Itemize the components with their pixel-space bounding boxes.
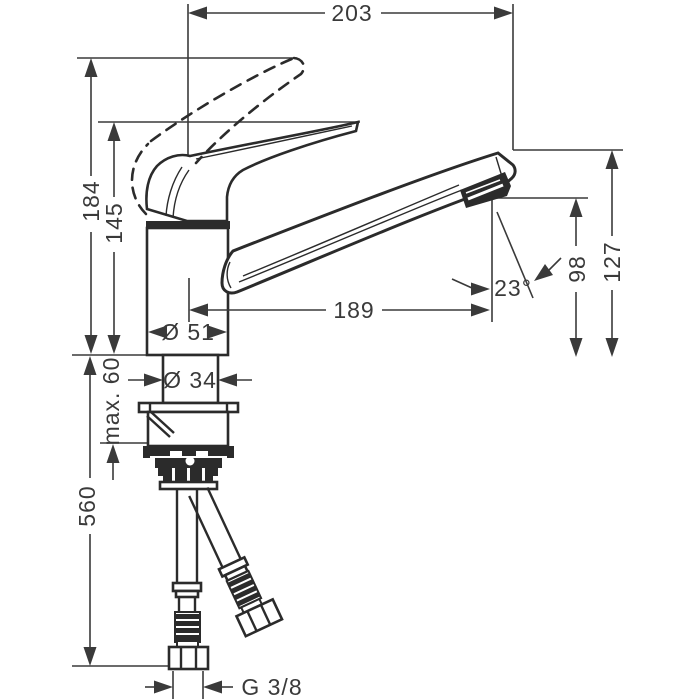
dim-label-189: 189 [333, 297, 374, 323]
dimension-spout-clearance: 127 [599, 150, 625, 357]
escutcheon [137, 401, 240, 414]
faucet-handle [145, 120, 360, 223]
hose-nut-g38 [167, 645, 210, 671]
dimension-aerator-angle: 23° [451, 257, 562, 301]
dim-label-560: 560 [74, 485, 100, 526]
dimension-overall-reach: 203 [188, 0, 513, 26]
reference-lines [72, 4, 623, 699]
dim-label-g38: G 3/8 [241, 674, 302, 700]
supply-hose-angled [188, 486, 284, 638]
mounting-nut [143, 446, 234, 491]
dimension-handle-raised-height: 184 [78, 58, 104, 354]
aerator [460, 172, 511, 208]
dim-label-145: 145 [101, 202, 127, 243]
mounting-spacer [146, 410, 230, 448]
dim-label-23deg: 23° [494, 275, 532, 301]
dimension-handle-height: 145 [101, 122, 127, 354]
dimension-hose-length: 560 [74, 356, 100, 666]
dim-label-203: 203 [331, 0, 372, 26]
dim-label-d34: Ø 34 [163, 367, 217, 393]
dimension-max-deck-thickness: max. 60 [98, 357, 124, 480]
dimension-base-diameter: Ø 51 [148, 319, 227, 345]
dimension-connection-thread: G 3/8 [145, 674, 302, 700]
dim-label-98: 98 [564, 255, 590, 283]
faucet-fixture [130, 56, 517, 671]
dim-label-184: 184 [78, 180, 104, 221]
supply-hose-vertical [167, 489, 210, 671]
hose-nut-angled [234, 597, 284, 638]
dim-label-127: 127 [599, 241, 625, 282]
dim-label-max60: max. 60 [98, 357, 124, 446]
dimension-spout-reach: 189 [188, 278, 490, 323]
dimension-shank-diameter: Ø 34 [128, 367, 252, 393]
handle-joint-band [146, 221, 230, 229]
dimension-aerator-clearance: 98 [564, 198, 590, 357]
mounting-shank [161, 353, 220, 405]
faucet-handle-raised-outline [130, 56, 306, 216]
dim-label-d51: Ø 51 [161, 319, 215, 345]
